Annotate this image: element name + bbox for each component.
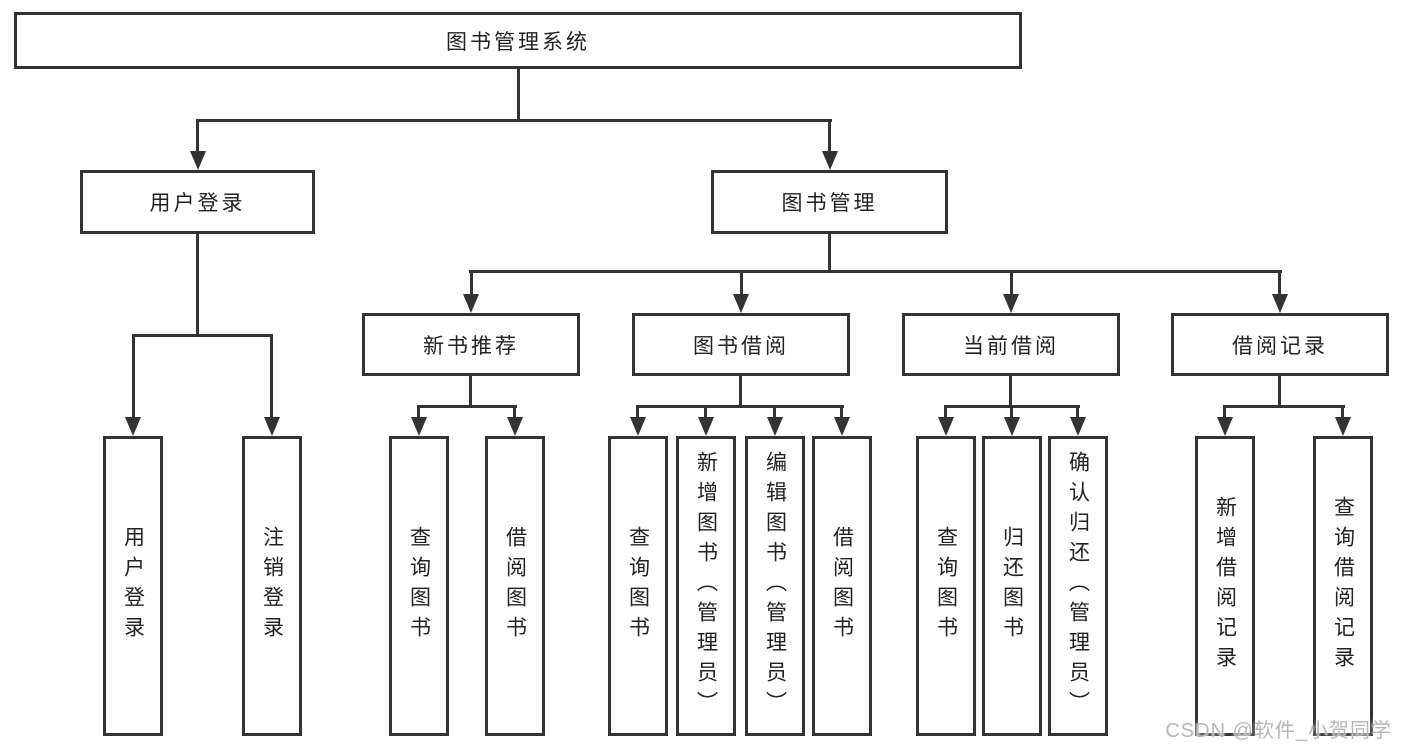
- connector-line: [636, 405, 639, 417]
- connector-line: [196, 119, 832, 122]
- connector-line: [636, 405, 844, 408]
- node-label: 图书借阅: [693, 334, 789, 358]
- node-label: 借阅记录: [1232, 334, 1328, 358]
- arrow-down-icon: [1004, 417, 1020, 436]
- node-label: 用户登录: [121, 526, 145, 646]
- leaf-borrow-book: 借阅图书: [812, 436, 872, 736]
- node-label: 借阅图书: [830, 526, 854, 646]
- connector-line: [196, 119, 199, 152]
- leaf-query-book-borrow: 查询图书: [608, 436, 668, 736]
- connector-line: [1278, 270, 1281, 295]
- node-borrow-record: 借阅记录: [1171, 313, 1389, 376]
- node-label: 查询图书: [626, 526, 650, 646]
- connector-line: [469, 376, 472, 407]
- connector-line: [517, 69, 520, 119]
- arrow-down-icon: [834, 417, 850, 436]
- connector-line: [513, 405, 516, 417]
- node-label: 归还图书: [1000, 526, 1024, 646]
- leaf-logout: 注销登录: [242, 436, 302, 736]
- connector-line: [196, 234, 199, 334]
- arrow-down-icon: [190, 151, 206, 170]
- arrow-down-icon: [1272, 294, 1288, 313]
- connector-line: [132, 334, 135, 417]
- connector-line: [1009, 376, 1012, 407]
- connector-line: [1010, 270, 1013, 295]
- connector-line: [840, 405, 843, 417]
- arrow-down-icon: [630, 417, 646, 436]
- arrow-down-icon: [733, 294, 749, 313]
- node-label: 新增借阅记录: [1213, 496, 1237, 676]
- connector-line: [1076, 405, 1079, 417]
- node-label: 注销登录: [260, 526, 284, 646]
- connector-line: [470, 270, 473, 295]
- node-label: 图书管理系统: [446, 30, 590, 54]
- arrow-down-icon: [125, 417, 141, 436]
- connector-line: [828, 234, 831, 270]
- arrow-down-icon: [507, 417, 523, 436]
- node-label: 新书推荐: [423, 334, 519, 358]
- connector-line: [270, 334, 273, 417]
- arrow-down-icon: [411, 417, 427, 436]
- node-label: 查询借阅记录: [1331, 496, 1355, 676]
- connector-line: [739, 376, 742, 407]
- leaf-query-book-recommend: 查询图书: [389, 436, 449, 736]
- node-label: 用户登录: [149, 192, 246, 215]
- node-label: 确认归还（管理员）: [1066, 451, 1090, 721]
- connector-line: [944, 405, 947, 417]
- connector-line: [704, 405, 707, 417]
- leaf-confirm-return-admin: 确认归还（管理员）: [1048, 436, 1108, 736]
- watermark: CSDN @软件_小贺同学: [1165, 720, 1392, 742]
- arrow-down-icon: [1070, 417, 1086, 436]
- node-label: 查询图书: [934, 526, 958, 646]
- connector-line: [132, 334, 273, 337]
- connector-line: [1278, 376, 1281, 407]
- node-user-login: 用户登录: [80, 170, 315, 234]
- connector-line: [773, 405, 776, 417]
- arrow-down-icon: [698, 417, 714, 436]
- node-label: 图书管理: [781, 192, 878, 215]
- leaf-user-login: 用户登录: [103, 436, 163, 736]
- connector-line: [828, 119, 831, 152]
- arrow-down-icon: [463, 294, 479, 313]
- node-label: 新增图书（管理员）: [694, 451, 718, 721]
- connector-line: [1223, 405, 1226, 417]
- node-library-system-root: 图书管理系统: [14, 12, 1022, 69]
- node-label: 借阅图书: [503, 526, 527, 646]
- arrow-down-icon: [264, 417, 280, 436]
- connector-line: [740, 270, 743, 295]
- arrow-down-icon: [767, 417, 783, 436]
- leaf-query-borrow-record: 查询借阅记录: [1313, 436, 1373, 736]
- connector-line: [1341, 405, 1344, 417]
- arrow-down-icon: [1335, 417, 1351, 436]
- arrow-down-icon: [822, 151, 838, 170]
- node-current-borrow: 当前借阅: [902, 313, 1120, 376]
- connector-line: [417, 405, 420, 417]
- leaf-return-book: 归还图书: [982, 436, 1042, 736]
- connector-line: [417, 405, 517, 408]
- connector-line: [1010, 405, 1013, 417]
- leaf-borrow-book-recommend: 借阅图书: [485, 436, 545, 736]
- node-book-management: 图书管理: [711, 170, 948, 234]
- connector-line: [1223, 405, 1345, 408]
- connector-line: [469, 270, 1282, 273]
- arrow-down-icon: [1217, 417, 1233, 436]
- leaf-add-book-admin: 新增图书（管理员）: [676, 436, 736, 736]
- node-label: 查询图书: [407, 526, 431, 646]
- arrow-down-icon: [1003, 294, 1019, 313]
- node-new-book-recommend: 新书推荐: [362, 313, 580, 376]
- node-book-borrow: 图书借阅: [632, 313, 850, 376]
- leaf-query-book-current: 查询图书: [916, 436, 976, 736]
- node-label: 编辑图书（管理员）: [763, 451, 787, 721]
- node-label: 当前借阅: [963, 334, 1059, 358]
- leaf-edit-book-admin: 编辑图书（管理员）: [745, 436, 805, 736]
- leaf-add-borrow-record: 新增借阅记录: [1195, 436, 1255, 736]
- arrow-down-icon: [938, 417, 954, 436]
